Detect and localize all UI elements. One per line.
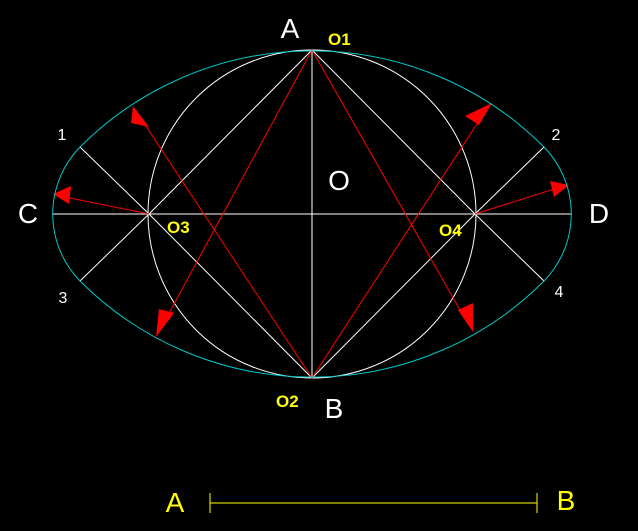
radius-O3-C	[59, 195, 150, 215]
label-C: C	[18, 198, 38, 229]
radius-lines	[59, 49, 565, 379]
construction-lines	[52, 49, 572, 379]
ellipse-outline	[52, 50, 572, 378]
line-B-O4	[311, 213, 476, 379]
label-O1: O1	[328, 30, 351, 49]
line-A-O4	[311, 49, 476, 215]
radius-O4-D	[474, 185, 565, 215]
line-O3-1	[79, 146, 150, 215]
arrowhead-icon	[156, 309, 174, 337]
label-B: B	[325, 393, 344, 424]
arrowhead-icon	[550, 181, 569, 197]
arrowheads	[53, 103, 569, 337]
scale-bar-label-right: B	[557, 485, 576, 516]
line-O4-2	[474, 146, 545, 215]
arrowhead-icon	[458, 303, 473, 332]
line-O4-4	[474, 213, 545, 282]
label-point-1: 1	[58, 127, 67, 144]
scale-bar-label-left: A	[166, 487, 185, 518]
radius-O1-left	[161, 49, 313, 327]
label-point-4: 4	[555, 284, 564, 301]
label-O2: O2	[276, 392, 299, 411]
line-B-O3	[148, 213, 313, 379]
radius-O1-right	[311, 49, 469, 325]
line-O3-3	[79, 213, 150, 282]
line-A-O3	[148, 49, 313, 215]
arrowhead-icon	[53, 186, 71, 204]
arrowhead-icon	[465, 103, 492, 125]
label-D: D	[589, 198, 609, 229]
label-O: O	[328, 165, 350, 196]
label-O4: O4	[439, 221, 462, 240]
arrowhead-icon	[131, 106, 149, 127]
label-point-3: 3	[59, 290, 68, 307]
label-A: A	[281, 13, 300, 44]
scale-bar: A B	[166, 485, 576, 518]
label-O3: O3	[167, 218, 190, 237]
label-point-2: 2	[552, 127, 561, 144]
radius-O2-right	[311, 109, 487, 379]
radius-O2-left	[137, 113, 313, 379]
